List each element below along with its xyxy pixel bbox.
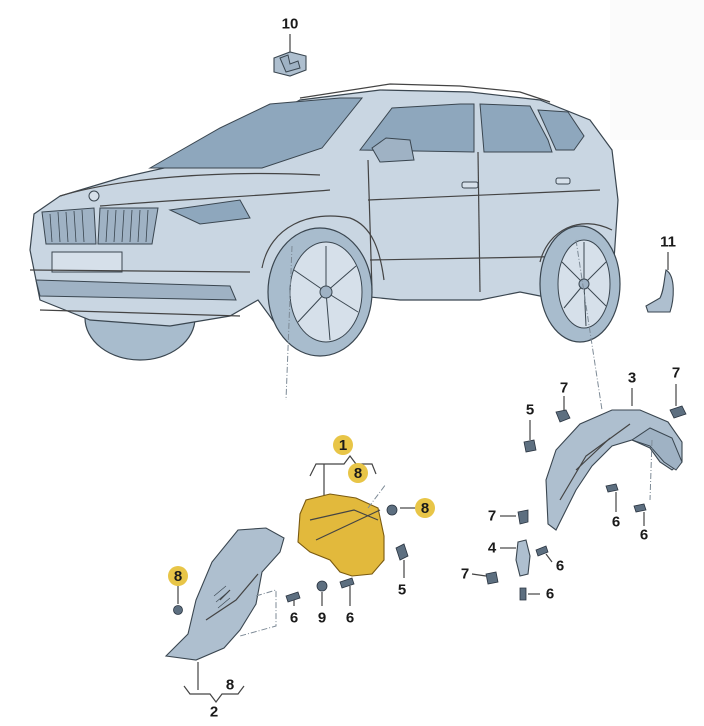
part-5-clip-front [395,543,409,578]
callout-6-bracket-right: 6 [555,557,565,575]
rear-fasteners [471,384,687,601]
callout-1-sub-8: 8 [348,463,368,483]
callout-8-front-nut: 8 [415,498,435,518]
callout-7-bracket-left: 7 [460,565,470,583]
callout-6-rear-b: 6 [639,526,649,544]
callout-2: 2 [209,703,219,721]
callout-7-top-left: 7 [559,379,569,397]
projection-line-front [285,245,293,401]
part-3-rear-liner [545,388,683,531]
callout-8-left-nut: 8 [168,566,188,586]
callout-5-rear: 5 [525,401,535,419]
callout-7-top-right: 7 [671,364,681,382]
callout-1: 1 [333,435,353,455]
callout-9: 9 [317,609,327,627]
callout-6-rear-a: 6 [611,513,621,531]
callout-6-bracket-bottom: 6 [545,585,555,603]
callout-6-front-b: 6 [345,609,355,627]
callout-5-front: 5 [397,581,407,599]
callout-3: 3 [627,369,637,387]
callout-10: 10 [281,15,299,33]
vehicle-illustration [29,83,621,361]
callout-6-front-a: 6 [289,609,299,627]
callout-2-sub-8: 8 [225,676,235,694]
background-panel [610,0,704,140]
part-2-front-liner [164,527,285,703]
part-8-nut-left [173,586,183,615]
callout-4: 4 [487,539,497,557]
callout-11: 11 [660,233,676,251]
part-9-nut [316,580,328,606]
part-11-mudflap [645,252,674,313]
callout-7-bracket-top: 7 [487,507,497,525]
part-8-nut-front [386,504,416,516]
projection-line-rear [575,239,603,411]
part-1-liner-segment [297,455,387,577]
part-6-screws-front [285,577,355,606]
part-10-clip [273,34,307,77]
